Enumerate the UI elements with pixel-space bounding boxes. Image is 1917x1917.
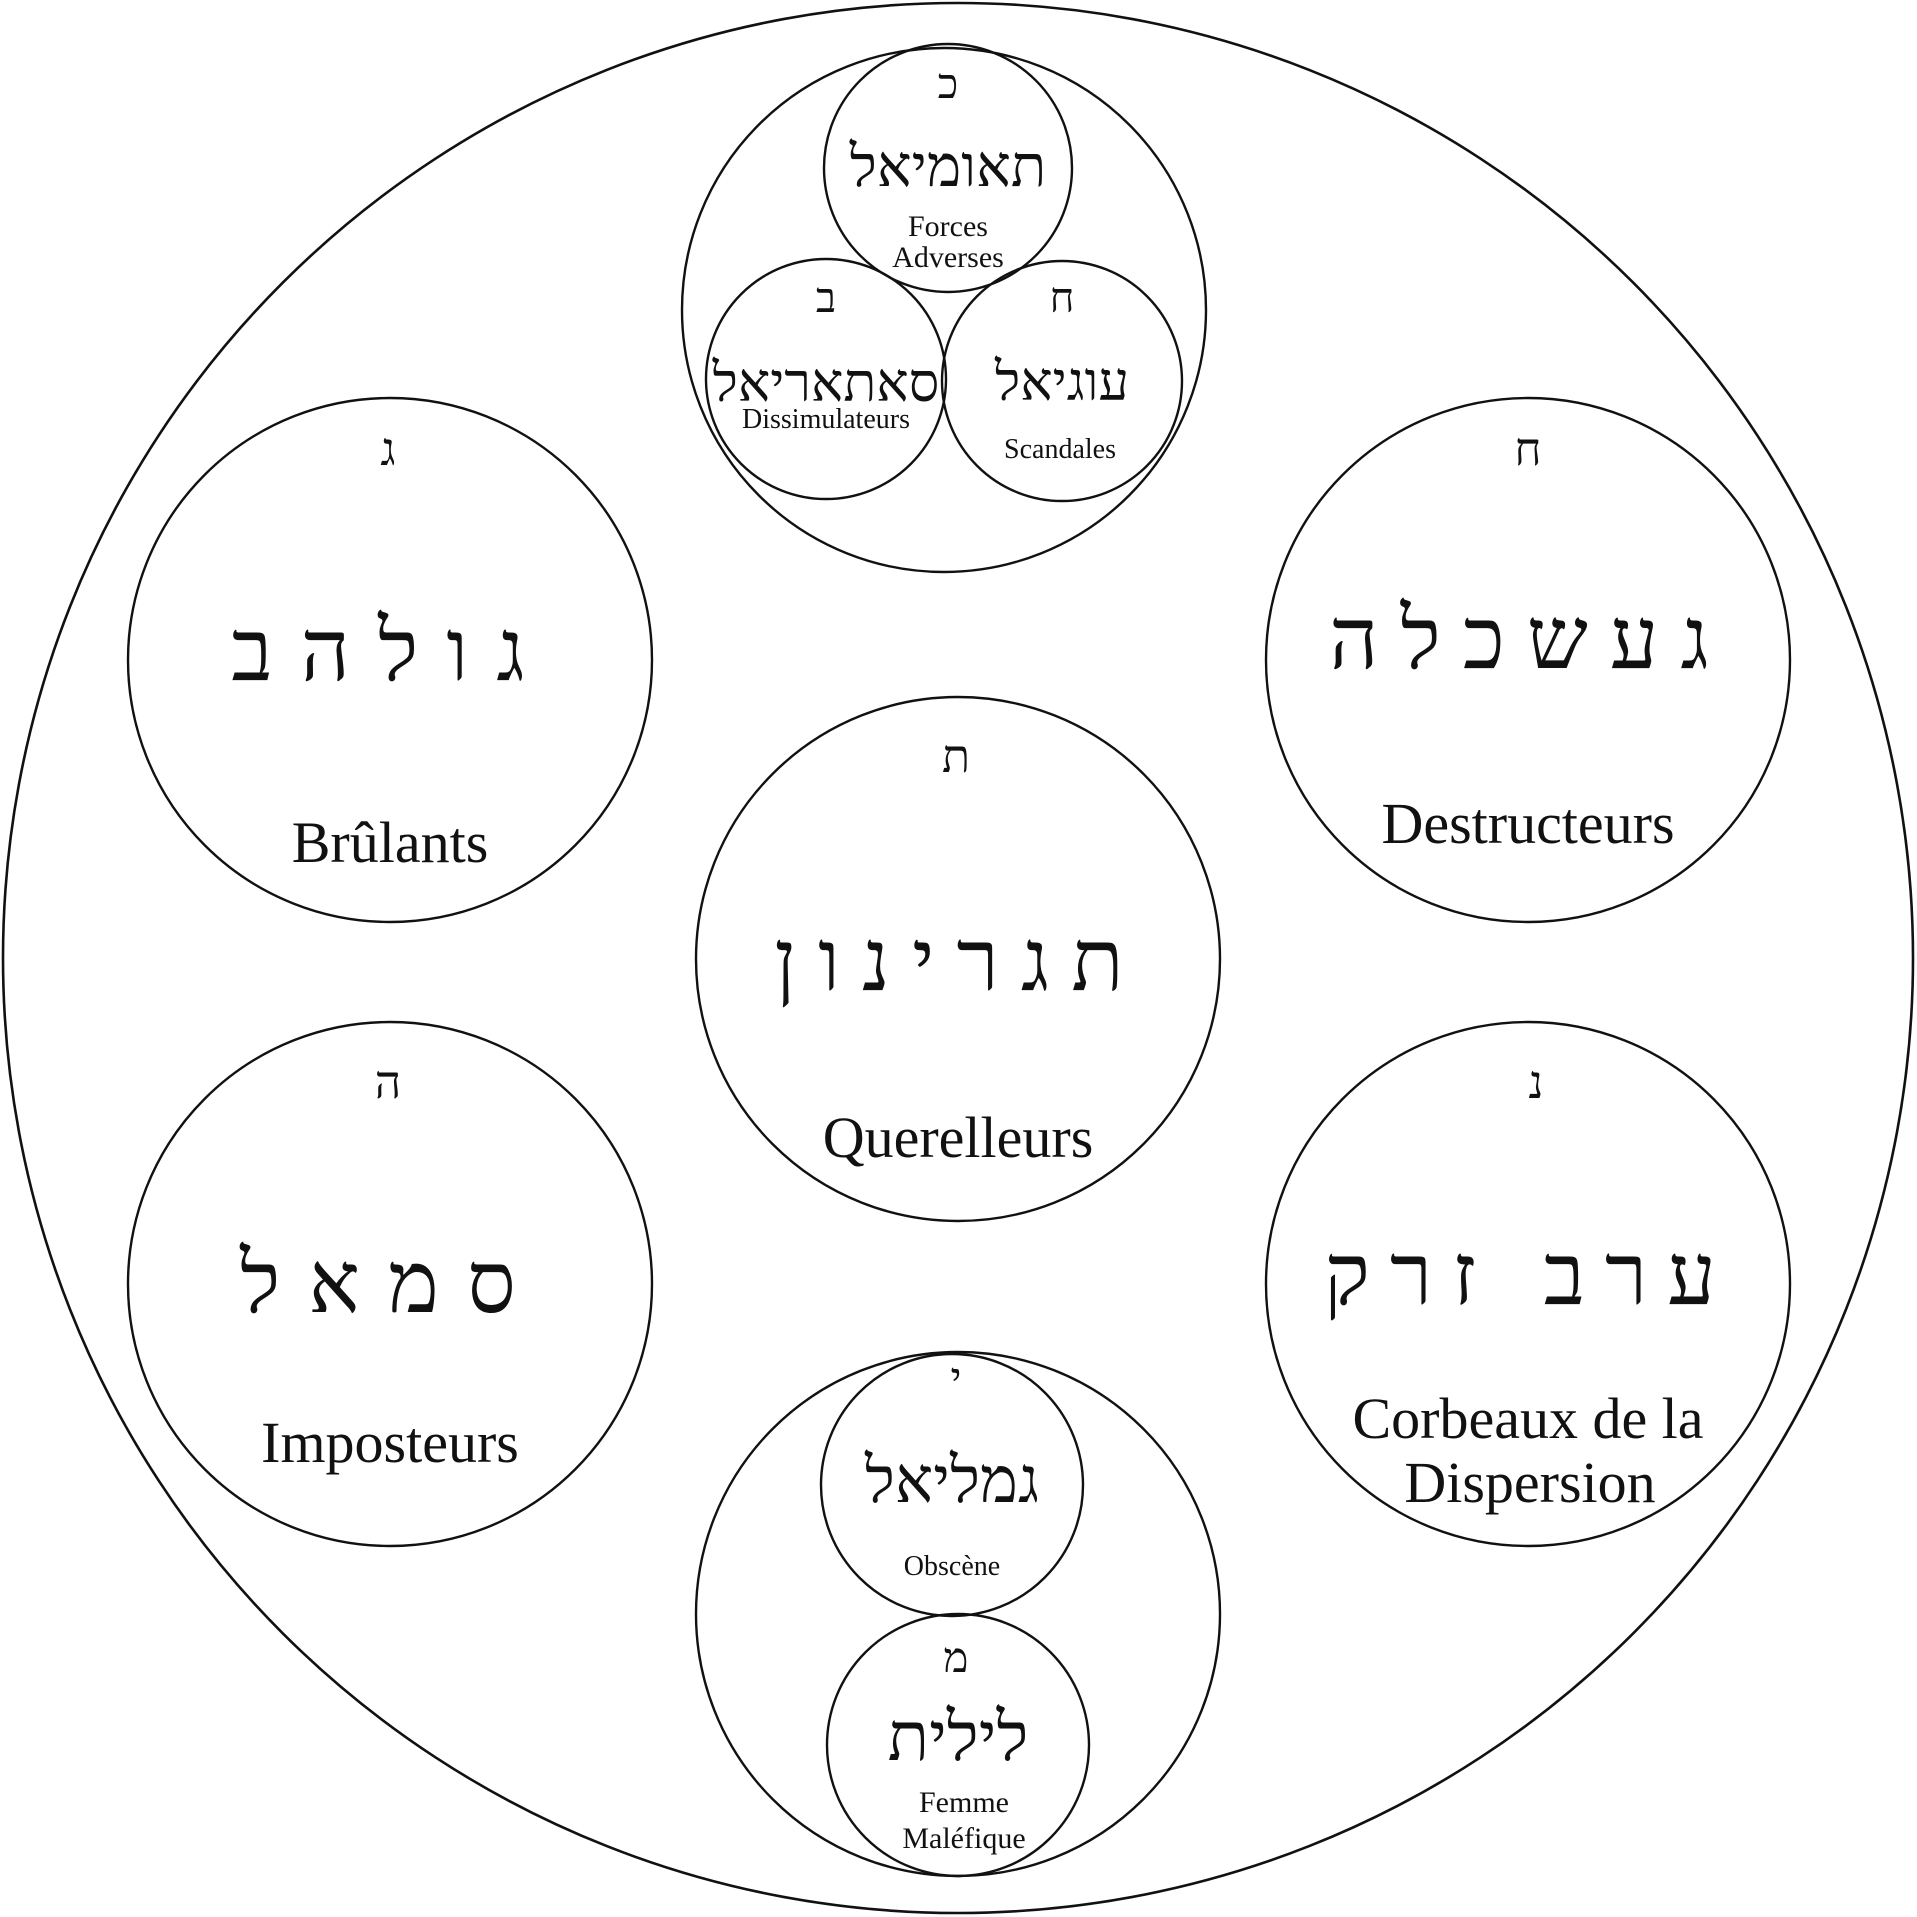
obscene-node: י גמליאל Obscène [819,1352,1085,1618]
corbeaux-node: נ ערב זרק Corbeaux de la Dispersion [1264,1020,1792,1548]
brulants-label: Brûlants [292,810,489,875]
destructeurs-hebrew: געשכלה [1329,589,1731,689]
obscene-hebrew: גמליאל [864,1444,1039,1518]
obscene-circle [819,1352,1085,1618]
top-group: כ תאומיאל Forces Adverses ב סאתאריאל Dis… [680,42,1208,574]
imposteurs-hebrew: סמאל [239,1233,544,1333]
dissimulateurs-letter: ב [816,273,836,322]
destructeurs-circle [1264,396,1792,924]
dissimulateurs-label: Dissimulateurs [742,404,910,435]
forces-adverses-label-line1: Forces [908,210,988,243]
forces-adverses-letter: כ [938,59,959,108]
dissimulateurs-circle [704,257,948,501]
obscene-letter: י [950,1353,961,1402]
lilith-label-line1: Femme [919,1786,1009,1819]
destructeurs-node: ח געשכלה Destructeurs [1264,396,1792,924]
brulants-node: ג גולהב Brûlants [126,396,654,924]
corbeaux-circle [1264,1020,1792,1548]
querelleurs-letter: ת [942,729,970,783]
destructeurs-letter: ח [1514,422,1541,476]
imposteurs-letter: ה [375,1055,401,1109]
corbeaux-label-line1: Corbeaux de la [1352,1386,1703,1451]
scandales-circle [940,259,1184,503]
querelleurs-hebrew: תגרינון [774,911,1146,1011]
lilith-letter: מ [944,1633,969,1682]
imposteurs-node: ה סמאל Imposteurs [126,1020,654,1548]
imposteurs-circle [126,1020,654,1548]
corbeaux-hebrew: ערב זרק [1324,1225,1736,1325]
scandales-label: Scandales [1004,434,1116,465]
forces-adverses-label-line2: Adverses [892,241,1004,274]
lilith-node: מ לילית Femme Maléfique [825,1612,1091,1878]
forces-adverses-node: כ תאומיאל Forces Adverses [822,42,1074,294]
obscene-label: Obscène [904,1551,1000,1582]
querelleurs-node: ת תגרינון Querelleurs [694,695,1222,1223]
lilith-hebrew: לילית [888,1698,1029,1777]
lilith-circle [825,1612,1091,1878]
dissimulateurs-node: ב סאתאריאל Dissimulateurs [704,257,948,501]
bottom-group: י גמליאל Obscène מ לילית Femme Maléfique [694,1350,1222,1878]
dissimulateurs-hebrew: סאתאריאל [712,351,940,414]
corbeaux-letter: נ [1529,1055,1544,1109]
scandales-node: ח עוגיאל Scandales [940,259,1184,503]
scandales-letter: ח [1050,273,1075,322]
brulants-hebrew: גולהב [231,601,553,701]
scandales-hebrew: עוגיאל [994,350,1129,413]
top-group-circle [680,46,1208,574]
imposteurs-label: Imposteurs [261,1410,519,1475]
corbeaux-label-line2: Dispersion [1404,1450,1655,1515]
forces-adverses-hebrew: תאומיאל [849,132,1047,200]
brulants-circle [126,396,654,924]
querelleurs-circle [694,695,1222,1223]
brulants-letter: ג [380,422,395,476]
destructeurs-label: Destructeurs [1381,791,1674,856]
querelleurs-label: Querelleurs [823,1105,1094,1170]
forces-adverses-circle [822,42,1074,294]
lilith-label-line2: Maléfique [902,1822,1025,1855]
